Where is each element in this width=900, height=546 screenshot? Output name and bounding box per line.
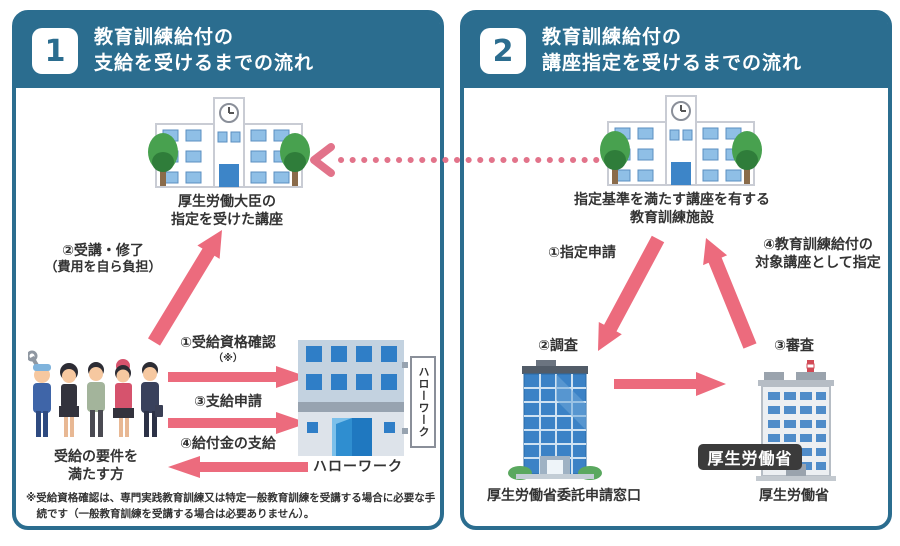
panel2-number-badge: 2 [480,28,526,74]
school-label-line1: 厚生労働大臣の [178,194,276,210]
people-label: 受給の要件を 満たす方 [16,448,176,484]
hellowork-building-graphic [298,340,410,456]
arrow-step1-right [168,366,308,388]
mhlw-label: 厚生労働省 [759,488,829,504]
panel2-title-line2: 講座指定を受けるまでの流れ [542,52,803,74]
office-tower-icon [508,360,602,480]
tree-icon [148,133,178,186]
step4-line1: ④教育訓練給付の [763,237,873,253]
step2-subtext: （費用を自ら負担） [44,260,162,276]
tree-icon [732,131,762,184]
step3-label: ③審査 [774,338,814,354]
step4-label: ④給付金の支給 [180,436,276,452]
step3-label: ③支給申請 [194,394,262,410]
step1-note: （※） [213,353,243,364]
panel2-title-line1: 教育訓練給付の [542,26,683,49]
tree-icon [600,131,630,184]
mhlw-badge: 厚生労働省 [698,444,802,470]
facility-label-line1: 指定基準を満たす講座を有する [574,192,770,208]
panel-benefit-payment-flow: 1 教育訓練給付の 支給を受けるまでの流れ [12,10,444,530]
hellowork-label: ハローワーク [313,459,403,475]
panel1-title-line1: 教育訓練給付の [94,26,235,49]
step1-label: ①指定申請 [548,245,616,261]
panel1-header: 1 教育訓練給付の 支給を受けるまでの流れ [16,14,440,88]
panel1-title: 教育訓練給付の 支給を受けるまでの流れ [94,25,314,76]
arrow-attend-course [148,230,222,346]
hellowork-sign: ハローワーク [410,356,436,448]
applicants-group-icon [28,350,163,437]
step1-label: ①受給資格確認 [180,335,276,351]
footnote: ※受給資格確認は、専門実践教育訓練又は特定一般教育訓練を受講する場合に必要な手続… [26,492,436,520]
window-label: 厚生労働省委託申請窓口 [487,488,641,504]
arrow-course-designation [703,238,757,349]
tree-icon [280,133,310,186]
arrow-investigation-right [614,372,726,396]
hellowork-office-icon: ハローワーク [298,338,436,460]
arrow-designation-application [598,235,665,351]
dotted-arrow-icon [310,143,600,177]
facility-label: 指定基準を満たす講座を有する 教育訓練施設 [522,191,822,227]
panel2-header: 2 教育訓練給付の 講座指定を受けるまでの流れ [464,14,888,88]
arrow-step3-right [168,412,308,434]
panel2-title: 教育訓練給付の 講座指定を受けるまでの流れ [542,25,802,76]
step4-line2: 対象講座として指定 [755,255,881,272]
panel1-number-badge: 1 [32,28,78,74]
step2-text: ②受講・修了 [62,243,144,259]
school-label-line2: 指定を受けた講座 [171,212,283,229]
step2-label: ②受講・修了 （費用を自ら負担） [28,242,178,277]
government-building-icon: 厚生労働省 [698,360,843,482]
step2-label: ②調査 [538,338,578,354]
arrow-step4-left [168,456,308,478]
school-label: 厚生労働大臣の 指定を受けた講座 [102,193,352,229]
facility-label-line2: 教育訓練施設 [630,210,714,227]
antenna-icon [806,360,815,372]
school-building-icon [148,97,310,188]
people-label-line2: 満たす方 [68,467,124,484]
panel-course-designation-flow: 2 教育訓練給付の 講座指定を受けるまでの流れ [460,10,892,530]
people-label-line1: 受給の要件を [54,449,138,465]
school-building-icon [600,95,762,186]
panel1-title-line2: 支給を受けるまでの流れ [94,52,315,74]
step4-label: ④教育訓練給付の 対象講座として指定 [738,236,898,272]
